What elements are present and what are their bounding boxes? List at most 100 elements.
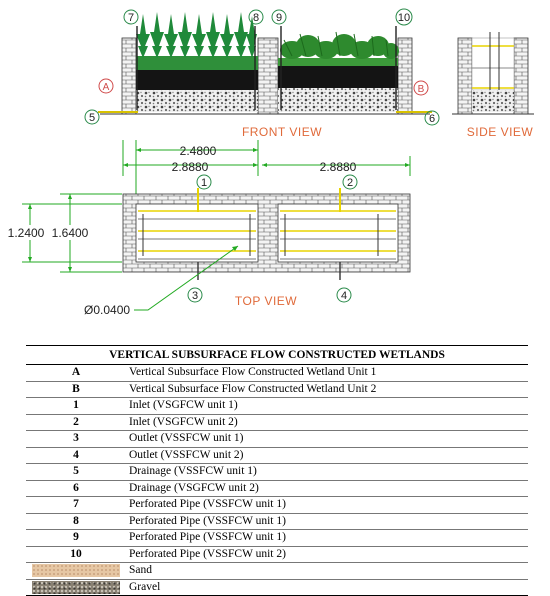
dim-inner-width: 1.2400 [8, 226, 45, 240]
legend-desc: Perforated Pipe (VSSFCW unit 1) [126, 513, 528, 530]
legend-key: 8 [26, 513, 126, 530]
side-view-label: SIDE VIEW [467, 125, 534, 139]
callout-3-marker [187, 287, 203, 303]
top-view-cell-b [277, 203, 399, 263]
unit-a-vegetation-layer [136, 56, 258, 70]
legend-desc: Perforated Pipe (VSSFCW unit 1) [126, 529, 528, 547]
legend-desc: Perforated Pipe (VSSFCW unit 2) [126, 546, 528, 563]
callout-6-label: 6 [429, 113, 435, 125]
unit-a-soil-layer [136, 70, 258, 90]
legend-desc: Inlet (VSGFCW unit 2) [126, 414, 528, 431]
unit-b-marker [413, 80, 429, 96]
legend-desc: Perforated Pipe (VSSFCW unit 1) [126, 496, 528, 514]
top-view: 2.4800 2.8880 2.8880 1.2400 1.6400 [6, 140, 411, 317]
unit-b-soil-layer [278, 66, 398, 88]
legend-title: VERTICAL SUBSURFACE FLOW CONSTRUCTED WET… [26, 345, 528, 365]
unit-a-marker [98, 78, 114, 94]
dim-pipe-diameter: Ø0.0400 [84, 303, 130, 317]
legend-desc: Outlet (VSSFCW unit 1) [126, 430, 528, 448]
sand-swatch [32, 564, 120, 578]
legend-desc: Inlet (VSGFCW unit 1) [126, 397, 528, 415]
gravel-swatch [32, 580, 120, 594]
legend-desc: Outlet (VSSFCW unit 2) [126, 447, 528, 464]
unit-a-plants [136, 12, 257, 58]
top-view-label: TOP VIEW [235, 294, 297, 308]
side-wall-right [513, 37, 529, 115]
callout-9-marker [271, 9, 287, 25]
front-wall-left [121, 37, 137, 115]
callout-4-label: 4 [341, 290, 347, 302]
callout-10-marker [395, 8, 413, 26]
callout-1-marker [196, 174, 212, 190]
top-view-pipes-b [280, 210, 396, 260]
callout-3-label: 3 [192, 290, 198, 302]
unit-b-label: B [418, 84, 425, 95]
legend-desc: Vertical Subsurface Flow Constructed Wet… [126, 364, 528, 382]
callout-6-marker [424, 110, 440, 126]
unit-a-label: A [103, 82, 110, 93]
legend-key: 10 [26, 546, 126, 563]
side-wall-left [457, 37, 473, 115]
legend-desc: Vertical Subsurface Flow Constructed Wet… [126, 381, 528, 398]
legend-key: 1 [26, 397, 126, 415]
dim-outer-width: 1.6400 [52, 226, 89, 240]
front-wall-middle [257, 37, 279, 115]
unit-b-plants [280, 31, 399, 59]
callout-5-label: 5 [89, 112, 95, 124]
dim-outer-length-1: 2.8880 [172, 160, 209, 174]
callout-2-label: 2 [347, 177, 353, 189]
legend-header-row: VERTICAL SUBSURFACE FLOW CONSTRUCTED WET… [26, 345, 528, 365]
legend-key: 9 [26, 529, 126, 547]
unit-b-gravel-layer [278, 88, 398, 112]
unit-a-gravel-layer [136, 90, 258, 112]
dim-outer-length-2: 2.8880 [320, 160, 357, 174]
legend-row-gravel: Gravel [26, 579, 528, 596]
legend-key: 2 [26, 414, 126, 431]
unit-b-vegetation-layer [278, 58, 398, 66]
legend-key: 3 [26, 430, 126, 448]
front-view: A B 5 6 7 8 9 10 FRONT VIEW [84, 8, 440, 139]
callout-8-marker [248, 9, 264, 25]
legend-row-sand: Sand [26, 562, 528, 580]
sand-label: Sand [126, 562, 528, 580]
pipe-diameter-leader [134, 245, 239, 311]
callout-7-marker [123, 9, 139, 25]
legend-desc: Drainage (VSGFCW unit 2) [126, 480, 528, 497]
front-view-label: FRONT VIEW [242, 125, 322, 139]
callout-1-label: 1 [201, 177, 207, 189]
callout-4-marker [336, 287, 352, 303]
callout-5-marker [84, 109, 100, 125]
wetland-technical-drawing: A B 5 6 7 8 9 10 FRONT VIEW SIDE VIEW [6, 8, 534, 317]
legend-key: 5 [26, 463, 126, 481]
callout-9-label: 9 [276, 12, 282, 24]
legend-key: 7 [26, 496, 126, 514]
legend-key: 6 [26, 480, 126, 497]
legend-key: A [26, 364, 126, 382]
dim-inner-length: 2.4800 [180, 144, 217, 158]
side-view: SIDE VIEW [452, 32, 534, 139]
gravel-swatch-cell [26, 579, 126, 596]
legend-key: B [26, 381, 126, 398]
legend-key: 4 [26, 447, 126, 464]
callout-7-label: 7 [128, 12, 134, 24]
callout-10-label: 10 [398, 12, 410, 24]
callout-8-label: 8 [253, 12, 259, 24]
top-view-cell-a [135, 203, 259, 263]
legend-table: VERTICAL SUBSURFACE FLOW CONSTRUCTED WET… [26, 345, 528, 596]
callout-2-marker [342, 174, 358, 190]
legend-desc: Drainage (VSSFCW unit 1) [126, 463, 528, 481]
side-gravel-layer [472, 90, 514, 112]
sand-swatch-cell [26, 562, 126, 580]
gravel-label: Gravel [126, 579, 528, 596]
